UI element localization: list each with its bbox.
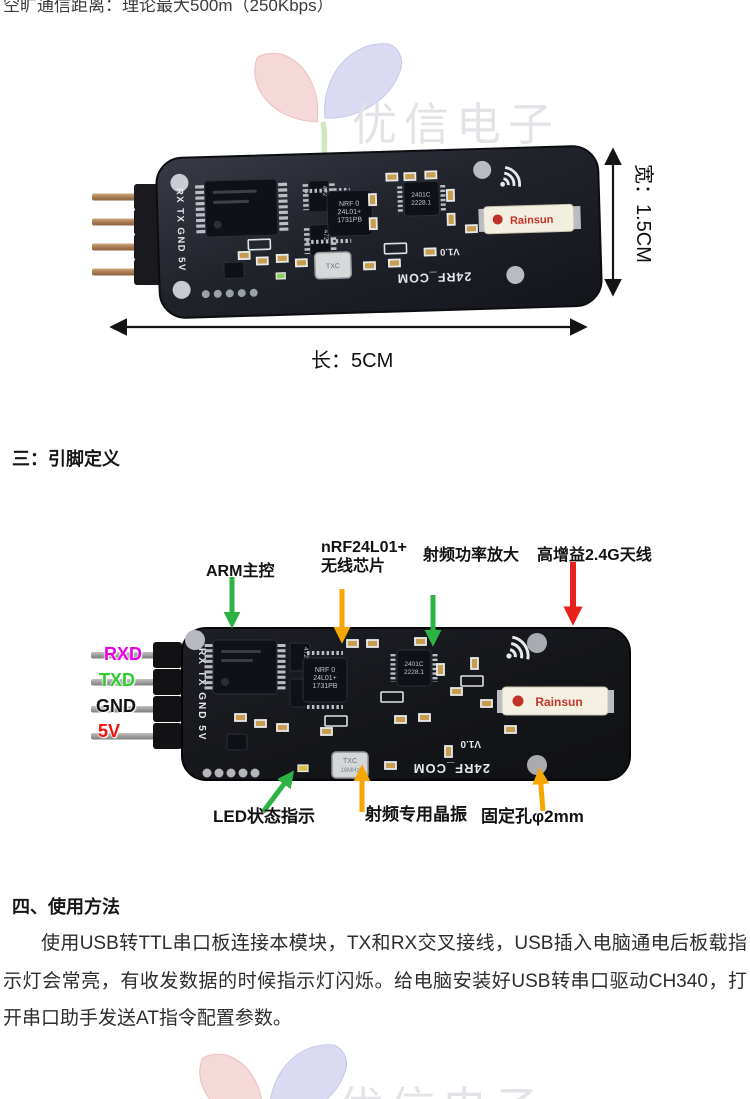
section-heading-usage: 四、使用方法 [12, 897, 120, 917]
width-dimension-label: 宽：1.5CM [632, 164, 654, 263]
antenna-brand-text: Rainsun [510, 214, 554, 227]
solder-pads [202, 768, 260, 778]
arm-chip [195, 178, 289, 238]
mounting-hole [185, 630, 205, 650]
svg-text:NRF 0: NRF 0 [339, 201, 360, 209]
callout-nrf-line1: nRF24L01+ [321, 539, 407, 556]
rf-pa-chip: 2401C 2228.1 [390, 649, 438, 687]
chip-antenna: Rainsun [478, 203, 581, 235]
mounting-hole [473, 160, 492, 179]
arm-chip [204, 639, 286, 695]
svg-text:1731PB: 1731PB [337, 216, 362, 224]
svg-text:472: 472 [322, 229, 329, 240]
svg-text:2401C: 2401C [404, 661, 423, 668]
crystal-oscillator: TXC 16MHz [331, 751, 369, 779]
passive-components [234, 637, 517, 770]
silkscreen-pin-names: RX TX GND 5V [196, 648, 207, 741]
rf-pa-chip: 2401C 2228.1 [397, 180, 446, 217]
svg-text:472: 472 [321, 185, 328, 196]
callout-antenna: 高增益2.4G天线 [537, 547, 652, 564]
header-pins [91, 642, 182, 749]
section-heading-pin-definition: 三：引脚定义 [12, 449, 120, 469]
callout-rf-pa: 射频功率放大 [423, 547, 520, 564]
silkscreen-model: 24RF_COM [396, 269, 471, 285]
chip-antenna: Rainsun [497, 686, 614, 716]
header-pins [92, 184, 162, 285]
svg-text:24L01+: 24L01+ [313, 675, 337, 682]
svg-text:24L01+: 24L01+ [338, 208, 362, 216]
mounting-hole [527, 633, 547, 653]
pcb-board: RX TX GND 5V 472 472 [155, 145, 603, 319]
svg-text:TXC: TXC [326, 263, 340, 270]
svg-text:472: 472 [302, 647, 309, 658]
wifi-silkscreen-icon [506, 635, 530, 660]
led [275, 272, 286, 280]
callout-mounting-hole: 固定孔φ2mm [481, 807, 584, 826]
mounting-hole [506, 265, 525, 284]
pin-label-5v: 5V [98, 721, 121, 741]
nrf24l01-chip: NRF 0 24L01+ 1731PB [304, 187, 374, 245]
module-photo-pin-definition: RX TX GND 5V 472 472 [91, 627, 631, 781]
mounting-hole [172, 280, 191, 299]
svg-text:2228.1: 2228.1 [404, 669, 424, 676]
sot23-regulator [226, 733, 248, 751]
pin-label-rxd: RXD [104, 644, 143, 664]
callout-nrf-chip: nRF24L01+ 无线芯片 [321, 538, 407, 576]
callout-nrf-line2: 无线芯片 [321, 558, 386, 575]
nrf24l01-chip: NRF 0 24L01+ 1731PB [302, 651, 348, 709]
module-photo-size-view: RX TX GND 5V 472 472 [92, 145, 603, 319]
silkscreen-pin-names: RX TX GND 5V [174, 188, 187, 272]
antenna-brand-text: Rainsun [535, 695, 582, 709]
led [297, 764, 309, 773]
watermark-brand-text: 优信电子 [352, 99, 561, 150]
svg-text:TXC: TXC [343, 758, 357, 765]
svg-text:NRF 0: NRF 0 [315, 667, 335, 674]
silkscreen-version: V1.0 [440, 246, 460, 258]
passive-components [237, 170, 478, 271]
brand-logo-icon [199, 1044, 347, 1099]
length-dimension-label: 长：5CM [311, 350, 394, 372]
callout-arm-mcu: ARM主控 [206, 563, 275, 580]
silkscreen-model: 24RF_COM [413, 761, 490, 776]
svg-text:2401C: 2401C [411, 191, 431, 199]
resistor-network: 472 [303, 223, 337, 257]
usage-paragraph: 使用USB转TTL串口板连接本模块，TX和RX交叉接线，USB插入电脑通电后板载… [3, 933, 747, 1029]
pcb-board: RX TX GND 5V 472 472 [181, 627, 631, 781]
crystal-oscillator: TXC [313, 251, 352, 280]
callout-led-indicator: LED状态指示 [213, 807, 315, 826]
sot23-regulator [223, 261, 245, 280]
pin-label-txd: TXD [99, 670, 135, 690]
callout-crystal: 射频专用晶振 [365, 805, 467, 824]
mounting-hole [170, 173, 189, 192]
silkscreen-version: V1.0 [460, 738, 481, 749]
solder-pads [201, 288, 258, 299]
svg-text:2228.1: 2228.1 [411, 199, 431, 207]
pin-label-gnd: GND [96, 696, 136, 716]
svg-text:16MHz: 16MHz [340, 768, 359, 774]
wifi-silkscreen-icon [500, 166, 521, 187]
spec-line-clipped: 空旷通信距离：理论最大500m（250Kbps） [3, 0, 334, 15]
mounting-hole [527, 755, 547, 775]
svg-text:1731PB: 1731PB [313, 683, 338, 690]
watermark-brand-text: 优信电子 [338, 1072, 546, 1099]
